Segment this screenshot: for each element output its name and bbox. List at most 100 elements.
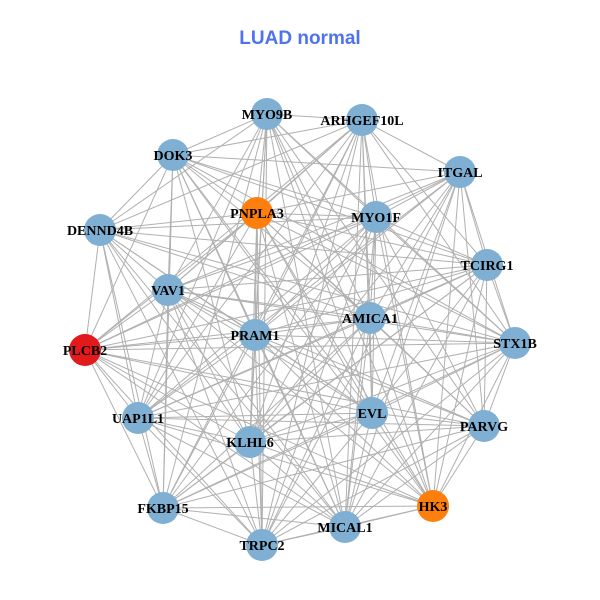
node-circle: [499, 327, 531, 359]
edge-MYO9B-DOK3: [172, 113, 268, 156]
edge-MYO9B-STX1B: [266, 113, 516, 344]
edge-PNPLA3-MYO1F: [256, 212, 377, 218]
edge-DENND4B-FKBP15: [99, 229, 164, 509]
node-label: ITGAL: [437, 166, 482, 181]
edge-DOK3-MYO1F: [172, 154, 377, 218]
edge-TCIRG1-PRAM1: [254, 264, 488, 336]
node-label: DENND4B: [67, 224, 133, 239]
edge-AMICA1-PRAM1: [254, 317, 371, 336]
node-label: ARHGEF10L: [320, 114, 403, 129]
edge-PLCB2-KLHL6: [84, 349, 251, 443]
node-circle: [241, 197, 273, 229]
edge-UAP1L1-EVL: [137, 412, 373, 419]
node-myo9b: MYO9B: [242, 98, 292, 130]
edge-TCIRG1-VAV1: [167, 264, 488, 291]
node-circle: [122, 402, 154, 434]
edge-MYO1F-PRAM1: [254, 216, 377, 336]
edge-ARHGEF10L-TRPC2: [261, 119, 363, 546]
edge-PRAM1-UAP1L1: [137, 334, 256, 419]
edge-AMICA1-PARVG: [369, 317, 485, 427]
edge-ITGAL-DOK3: [172, 154, 461, 173]
node-circle: [346, 104, 378, 136]
edge-PNPLA3-TCIRG1: [256, 212, 488, 266]
edge-TCIRG1-EVL: [371, 264, 488, 414]
node-label: EVL: [358, 407, 387, 422]
edge-STX1B-MICAL1: [344, 342, 516, 528]
edge-VAV1-UAP1L1: [137, 289, 169, 419]
node-amica1: AMICA1: [342, 302, 398, 334]
edge-VAV1-KLHL6: [167, 289, 251, 443]
node-tcirg1: TCIRG1: [461, 249, 514, 281]
edge-PNPLA3-HK3: [256, 212, 434, 507]
edge-PARVG-MICAL1: [344, 425, 485, 528]
edge-MYO1F-PLCB2: [84, 216, 377, 351]
node-vav1: VAV1: [151, 274, 185, 306]
edge-ARHGEF10L-PLCB2: [84, 119, 363, 351]
node-circle: [251, 98, 283, 130]
edge-TCIRG1-PARVG: [483, 264, 488, 427]
edge-FKBP15-HK3: [162, 505, 434, 509]
edge-DENND4B-UAP1L1: [99, 229, 139, 419]
edge-PRAM1-HK3: [254, 334, 434, 507]
node-arhgef10l: ARHGEF10L: [320, 104, 404, 136]
node-circle: [417, 490, 449, 522]
edge-DOK3-KLHL6: [172, 154, 251, 443]
node-label: KLHL6: [226, 436, 273, 451]
edge-EVL-HK3: [371, 412, 434, 507]
edge-MYO1F-DENND4B: [99, 216, 377, 231]
edge-EVL-PARVG: [371, 412, 485, 427]
edges: [84, 113, 516, 546]
node-myo1f: MYO1F: [351, 201, 401, 233]
edge-STX1B-KLHL6: [249, 342, 516, 443]
edge-PRAM1-FKBP15: [162, 334, 256, 509]
node-evl: EVL: [356, 397, 388, 429]
edge-EVL-FKBP15: [162, 412, 373, 509]
edge-DOK3-EVL: [172, 154, 373, 414]
node-label: PRAM1: [231, 329, 280, 344]
node-circle: [69, 334, 101, 366]
edge-UAP1L1-TRPC2: [137, 417, 263, 546]
node-circle: [471, 249, 503, 281]
edge-MYO1F-VAV1: [167, 216, 377, 291]
node-circle: [239, 319, 271, 351]
edge-VAV1-PRAM1: [167, 289, 256, 336]
edge-PNPLA3-VAV1: [167, 212, 258, 291]
edge-PLCB2-EVL: [84, 349, 373, 414]
edge-FKBP15-MICAL1: [162, 507, 346, 528]
edge-PLCB2-TRPC2: [84, 349, 263, 546]
node-mical1: MICAL1: [317, 511, 373, 543]
figure-title: LUAD normal: [239, 28, 361, 49]
edge-DENND4B-MICAL1: [99, 229, 346, 528]
node-label: TCIRG1: [461, 259, 514, 274]
node-uap1l1: UAP1L1: [112, 402, 164, 434]
edge-UAP1L1-KLHL6: [137, 417, 251, 443]
edge-ITGAL-EVL: [371, 171, 461, 414]
edge-VAV1-PLCB2: [84, 289, 169, 351]
edge-TCIRG1-PLCB2: [84, 264, 488, 351]
edge-MYO9B-VAV1: [167, 113, 268, 291]
node-pram1: PRAM1: [231, 319, 280, 351]
edge-MYO1F-UAP1L1: [137, 216, 377, 419]
edge-PRAM1-STX1B: [254, 334, 516, 344]
node-parvg: PARVG: [460, 410, 508, 442]
node-circle: [157, 139, 189, 171]
edge-PLCB2-HK3: [84, 349, 434, 507]
edge-PNPLA3-DENND4B: [99, 212, 258, 231]
node-circle: [147, 492, 179, 524]
node-fkbp15: FKBP15: [137, 492, 189, 524]
edge-STX1B-TRPC2: [261, 342, 516, 546]
edge-PNPLA3-STX1B: [256, 212, 516, 344]
node-circle: [444, 156, 476, 188]
edge-MYO9B-DENND4B: [99, 113, 268, 231]
node-label: AMICA1: [342, 312, 398, 327]
node-label: FKBP15: [137, 502, 188, 517]
edge-ITGAL-PNPLA3: [256, 171, 461, 214]
edge-DOK3-TCIRG1: [172, 154, 488, 266]
node-dok3: DOK3: [154, 139, 192, 171]
edge-TCIRG1-HK3: [432, 264, 488, 507]
node-label: TRPC2: [239, 539, 284, 554]
edge-MYO1F-FKBP15: [162, 216, 377, 509]
edge-PNPLA3-TRPC2: [256, 212, 263, 546]
